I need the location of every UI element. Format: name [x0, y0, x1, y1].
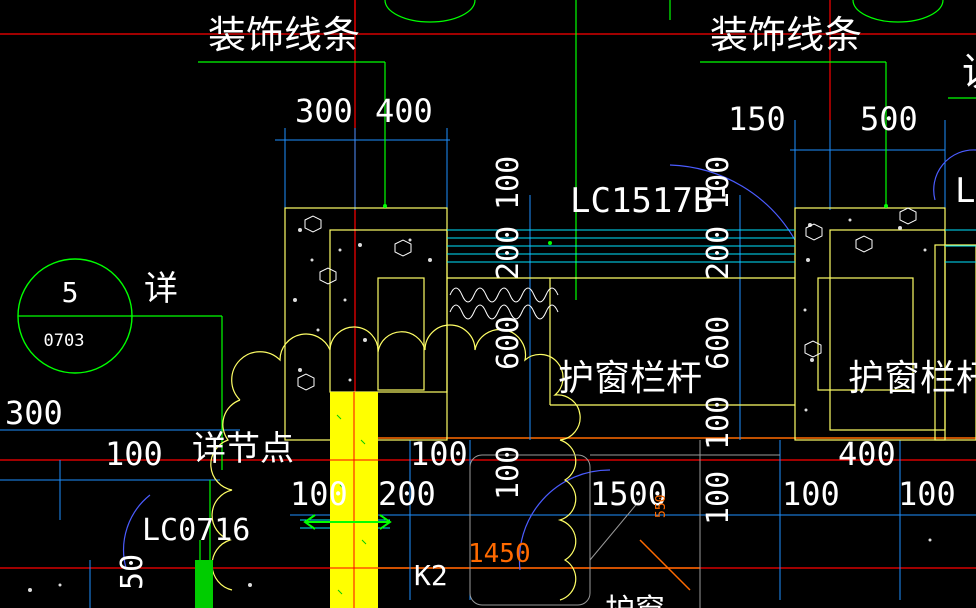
- dim-text: 100: [782, 475, 840, 513]
- concrete-hatch: [28, 218, 932, 592]
- revision-cloud-top: [210, 324, 581, 601]
- top-circles: [384, 0, 944, 23]
- green-arrow: [303, 514, 392, 530]
- concrete-hexes: [297, 207, 917, 391]
- text-labels: 装饰线条 装饰线条 说 LC1517B' LC LC0716 护窗栏杆 护窗栏杆…: [142, 13, 976, 608]
- detail-callout[interactable]: 5 0703: [17, 258, 133, 374]
- dim-text: 300: [295, 92, 353, 130]
- callout-sheet: 0703: [44, 331, 85, 351]
- railing-label-right: 护窗栏杆: [848, 358, 976, 399]
- insulation-symbol: [449, 287, 559, 320]
- vertical-dimension-texts: 100 200 600 100 200 600 100 100 100 50: [115, 156, 736, 590]
- green-strip: [195, 560, 213, 608]
- bottom-cut-label: 护窗: [605, 593, 665, 608]
- dim-text: 100: [898, 475, 956, 513]
- dim-text-vertical: 50: [115, 554, 150, 590]
- wall-outlines: [284, 207, 976, 441]
- dim-text-vertical: 100: [491, 156, 526, 210]
- column-hatch: [336, 414, 367, 595]
- window-code-label: LC1517B': [570, 181, 734, 221]
- dim-text-vertical: 600: [701, 316, 736, 370]
- dim-text: 100: [290, 475, 348, 513]
- dim-text: 400: [375, 92, 433, 130]
- dim-text-vertical: 100: [701, 396, 736, 450]
- dim-text: 500: [860, 100, 918, 138]
- window-code-right: LC: [955, 171, 976, 211]
- dim-text: 300: [5, 394, 63, 432]
- dim-text: 150: [728, 100, 786, 138]
- dim-text: 1500: [590, 475, 667, 513]
- window-code-small: LC0716: [142, 513, 250, 548]
- orange-lines: [330, 437, 976, 591]
- decor-label-left: 装饰线条: [208, 13, 360, 57]
- leader-dots: [383, 204, 888, 245]
- k2-label: K2: [414, 559, 448, 592]
- dim-text-orange-small: 550: [654, 495, 669, 518]
- dimension-texts: 300 400 150 500 300 100 100 400 100 200 …: [5, 92, 956, 569]
- dim-text-vertical: 600: [491, 316, 526, 370]
- detail-word: 详: [144, 269, 178, 309]
- dim-text-orange: 1450: [468, 539, 531, 569]
- dim-text: 100: [105, 435, 163, 473]
- decor-label-right: 装饰线条: [710, 13, 862, 57]
- dim-text-vertical: 100: [701, 156, 736, 210]
- lower-outlines: [469, 440, 780, 608]
- dim-text: 400: [838, 435, 896, 473]
- dim-text-vertical: 100: [491, 446, 526, 500]
- dim-text: 200: [378, 475, 436, 513]
- dim-text-vertical: 200: [491, 226, 526, 280]
- leader-lines: [130, 0, 976, 608]
- detail-node-label: 详节点: [192, 429, 294, 469]
- column-overlay: [330, 392, 378, 608]
- dim-text-vertical: 100: [701, 471, 736, 525]
- dim-text: 100: [410, 435, 468, 473]
- callout-number: 5: [62, 276, 79, 309]
- dim-text-vertical: 200: [701, 226, 736, 280]
- dimension-lines: [0, 120, 976, 608]
- swing-arcs: [123, 149, 976, 571]
- decor-label-cut: 说: [962, 50, 976, 94]
- railing-label-left: 护窗栏杆: [558, 358, 702, 399]
